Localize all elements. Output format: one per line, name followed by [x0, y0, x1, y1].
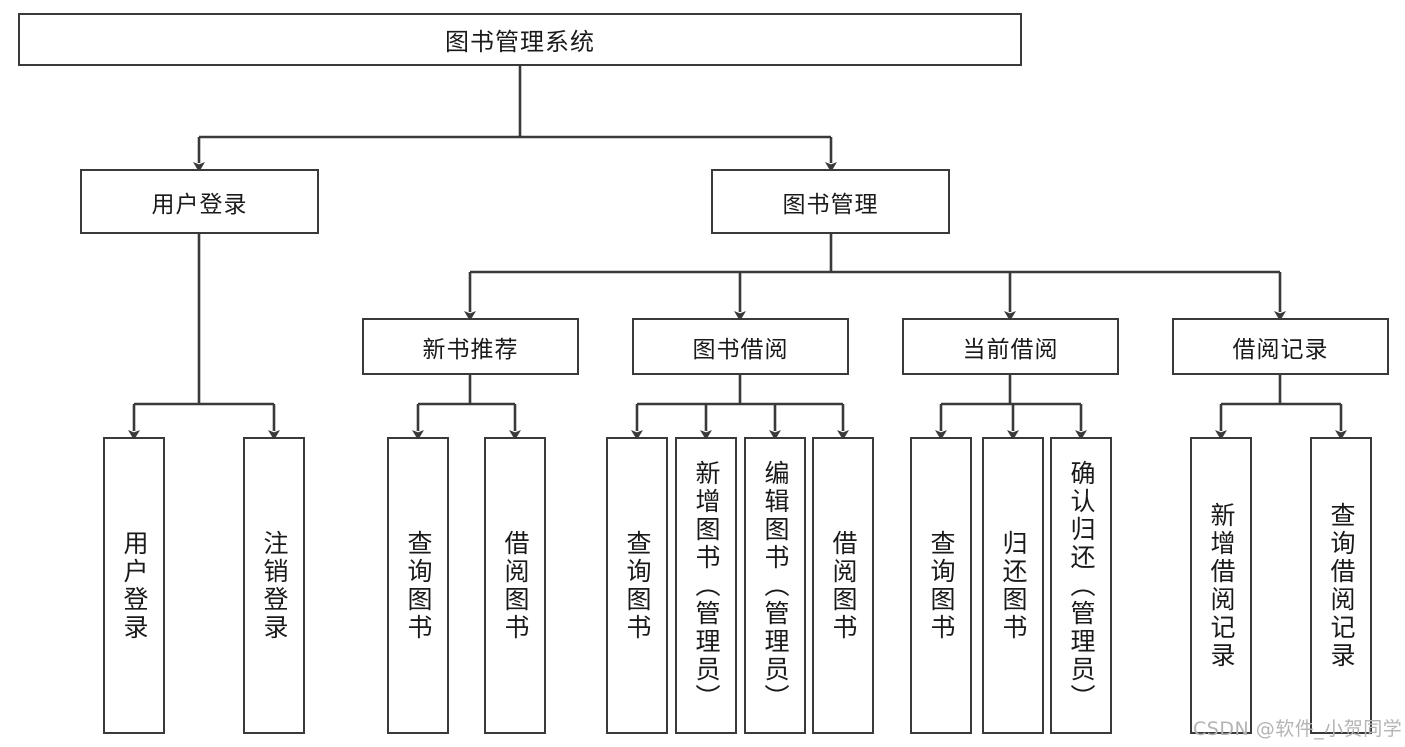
node-new-book-rec[interactable]: 新书推荐 [362, 318, 579, 375]
node-leaf-query-book-cur-label: 查询图书 [927, 529, 955, 642]
node-leaf-edit-book-label: 编辑图书（管理员） [761, 459, 789, 712]
node-leaf-return-book-label: 归还图书 [999, 529, 1027, 642]
node-borrow-record-label: 借阅记录 [1232, 336, 1329, 363]
node-root-label: 图书管理系统 [445, 28, 595, 56]
node-leaf-confirm-return-label: 确认归还（管理员） [1067, 459, 1095, 712]
node-book-borrow-label: 图书借阅 [692, 336, 789, 363]
node-leaf-query-book-rec[interactable]: 查询图书 [387, 437, 449, 734]
node-leaf-edit-book[interactable]: 编辑图书（管理员） [744, 437, 806, 734]
node-current-borrow[interactable]: 当前借阅 [902, 318, 1119, 375]
node-leaf-borrow-book[interactable]: 借阅图书 [812, 437, 874, 734]
node-leaf-add-record[interactable]: 新增借阅记录 [1190, 437, 1252, 734]
node-user-login[interactable]: 用户登录 [80, 169, 319, 234]
node-current-borrow-label: 当前借阅 [962, 336, 1059, 363]
node-leaf-borrow-book-rec[interactable]: 借阅图书 [484, 437, 546, 734]
node-leaf-user-login-label: 用户登录 [120, 529, 148, 642]
node-leaf-query-record[interactable]: 查询借阅记录 [1310, 437, 1372, 734]
node-leaf-query-book-cur[interactable]: 查询图书 [910, 437, 972, 734]
node-book-manage[interactable]: 图书管理 [711, 169, 950, 234]
node-leaf-logout[interactable]: 注销登录 [243, 437, 305, 734]
node-root[interactable]: 图书管理系统 [18, 13, 1022, 66]
node-leaf-borrow-book-label: 借阅图书 [829, 529, 857, 642]
node-borrow-record[interactable]: 借阅记录 [1172, 318, 1389, 375]
node-leaf-query-book[interactable]: 查询图书 [606, 437, 668, 734]
node-leaf-logout-label: 注销登录 [260, 529, 288, 642]
node-leaf-query-record-label: 查询借阅记录 [1327, 501, 1355, 670]
csdn-watermark: CSDN @软件_小贺同学 [1193, 718, 1403, 740]
node-leaf-borrow-book-rec-label: 借阅图书 [501, 529, 529, 642]
node-leaf-confirm-return[interactable]: 确认归还（管理员） [1050, 437, 1112, 734]
node-leaf-query-book-rec-label: 查询图书 [404, 529, 432, 642]
node-leaf-add-record-label: 新增借阅记录 [1207, 501, 1235, 670]
node-leaf-query-book-label: 查询图书 [623, 529, 651, 642]
node-user-login-label: 用户登录 [151, 191, 248, 218]
node-new-book-rec-label: 新书推荐 [422, 336, 519, 363]
node-leaf-add-book[interactable]: 新增图书（管理员） [675, 437, 737, 734]
node-leaf-return-book[interactable]: 归还图书 [982, 437, 1044, 734]
node-book-manage-label: 图书管理 [782, 191, 879, 218]
node-leaf-user-login[interactable]: 用户登录 [103, 437, 165, 734]
node-book-borrow[interactable]: 图书借阅 [632, 318, 849, 375]
node-leaf-add-book-label: 新增图书（管理员） [692, 459, 720, 712]
